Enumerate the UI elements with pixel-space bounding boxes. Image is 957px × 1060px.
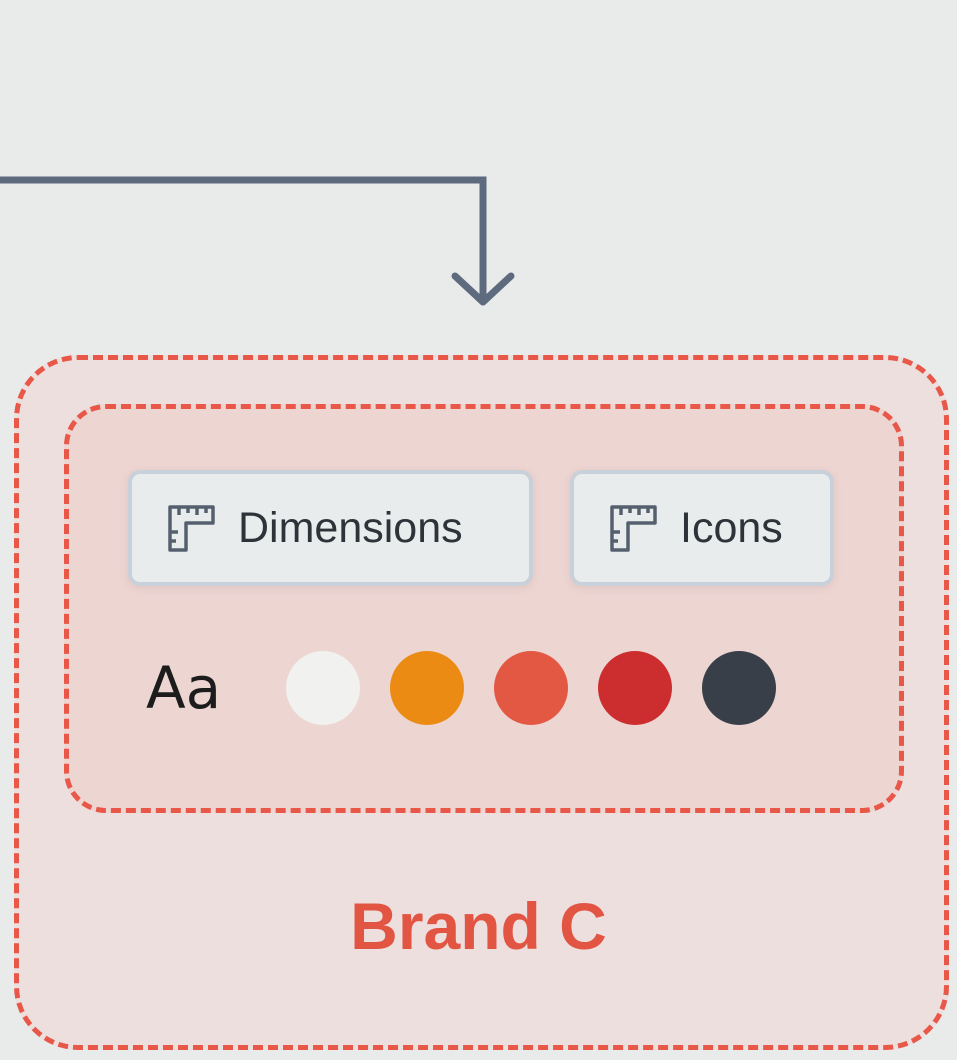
icons-chip[interactable]: Icons	[570, 470, 834, 586]
charcoal-swatch	[702, 651, 776, 725]
dimensions-chip[interactable]: Dimensions	[128, 470, 533, 586]
ruler-icon	[610, 505, 657, 552]
typography-sample: Aa	[146, 654, 222, 722]
orange-swatch	[390, 651, 464, 725]
icons-label: Icons	[680, 503, 783, 552]
brand-label: Brand C	[350, 889, 607, 963]
arrow-head	[451, 272, 515, 306]
dimensions-label: Dimensions	[238, 503, 463, 552]
design-tokens-group	[64, 404, 904, 813]
white-swatch	[286, 651, 360, 725]
coral-swatch	[494, 651, 568, 725]
red-swatch	[598, 651, 672, 725]
ruler-icon	[168, 505, 215, 552]
connector-line	[0, 176, 487, 302]
